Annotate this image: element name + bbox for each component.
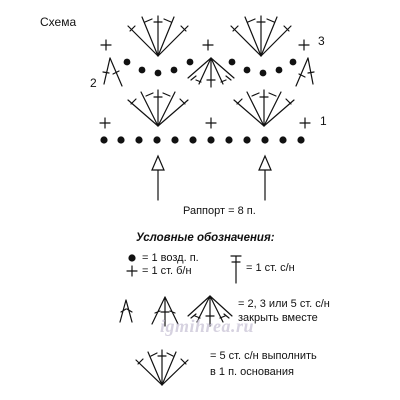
row-number-1: 1 xyxy=(320,114,327,128)
row1-fan-left xyxy=(127,89,189,127)
chain-stitch xyxy=(207,136,215,144)
row2-partial-cluster-right xyxy=(295,57,315,87)
repeat-arrow-right xyxy=(258,154,272,201)
legend-cluster-3-symbol xyxy=(151,296,179,327)
repeat-arrow-left xyxy=(151,154,165,201)
legend-double-crochet-symbol xyxy=(230,255,242,284)
legend-fan-symbol xyxy=(135,349,189,386)
chain-stitch xyxy=(135,136,143,144)
row2-cluster-center xyxy=(187,57,235,88)
legend-header: Условные обозначения: xyxy=(136,232,275,244)
legend-cluster-5-symbol xyxy=(187,295,233,327)
row2-partial-cluster-left xyxy=(102,57,123,87)
legend-single-crochet-symbol xyxy=(126,265,138,277)
row1-fan-right xyxy=(233,89,295,127)
single-crochet-symbol xyxy=(99,117,111,129)
single-crochet-symbol xyxy=(205,117,217,129)
row1-chain-stitches xyxy=(100,136,305,144)
chain-stitch xyxy=(261,136,269,144)
single-crochet-symbol xyxy=(299,117,311,129)
row-number-3: 3 xyxy=(318,34,325,48)
row3-fan-left xyxy=(127,15,189,57)
legend-cluster-text-1: = 2, 3 или 5 ст. с/н xyxy=(238,298,330,310)
chain-stitch xyxy=(171,136,179,144)
row2-chain-stitches xyxy=(123,58,297,77)
legend-chain-text: = 1 возд. п. xyxy=(142,252,199,264)
chain-stitch xyxy=(279,136,287,144)
chain-stitch xyxy=(243,136,251,144)
row3-single-crochets xyxy=(100,39,310,51)
row1-single-crochets xyxy=(99,117,311,129)
legend-cluster-text-2: закрыть вместе xyxy=(238,312,318,324)
chain-stitch xyxy=(225,136,233,144)
diagram-title: Схема xyxy=(40,15,77,29)
legend-cluster-2-symbol xyxy=(119,299,133,323)
watermark: igmihrea.ru xyxy=(160,316,255,336)
chain-stitch xyxy=(100,136,108,144)
legend-chain-symbol xyxy=(128,254,136,262)
repeat-label: Раппорт = 8 п. xyxy=(183,205,256,217)
legend-double-crochet-text: = 1 ст. с/н xyxy=(246,262,295,274)
legend-single-crochet-text: = 1 ст. б/н xyxy=(142,265,192,277)
row-number-2: 2 xyxy=(90,76,97,90)
row3-fan-right xyxy=(230,15,292,57)
chain-stitch xyxy=(153,136,161,144)
legend-fan-text-2: в 1 п. основания xyxy=(210,366,294,378)
legend-fan-text-1: = 5 ст. с/н выполнить xyxy=(210,350,317,362)
chain-stitch xyxy=(117,136,125,144)
chain-stitch xyxy=(189,136,197,144)
chain-stitch xyxy=(297,136,305,144)
